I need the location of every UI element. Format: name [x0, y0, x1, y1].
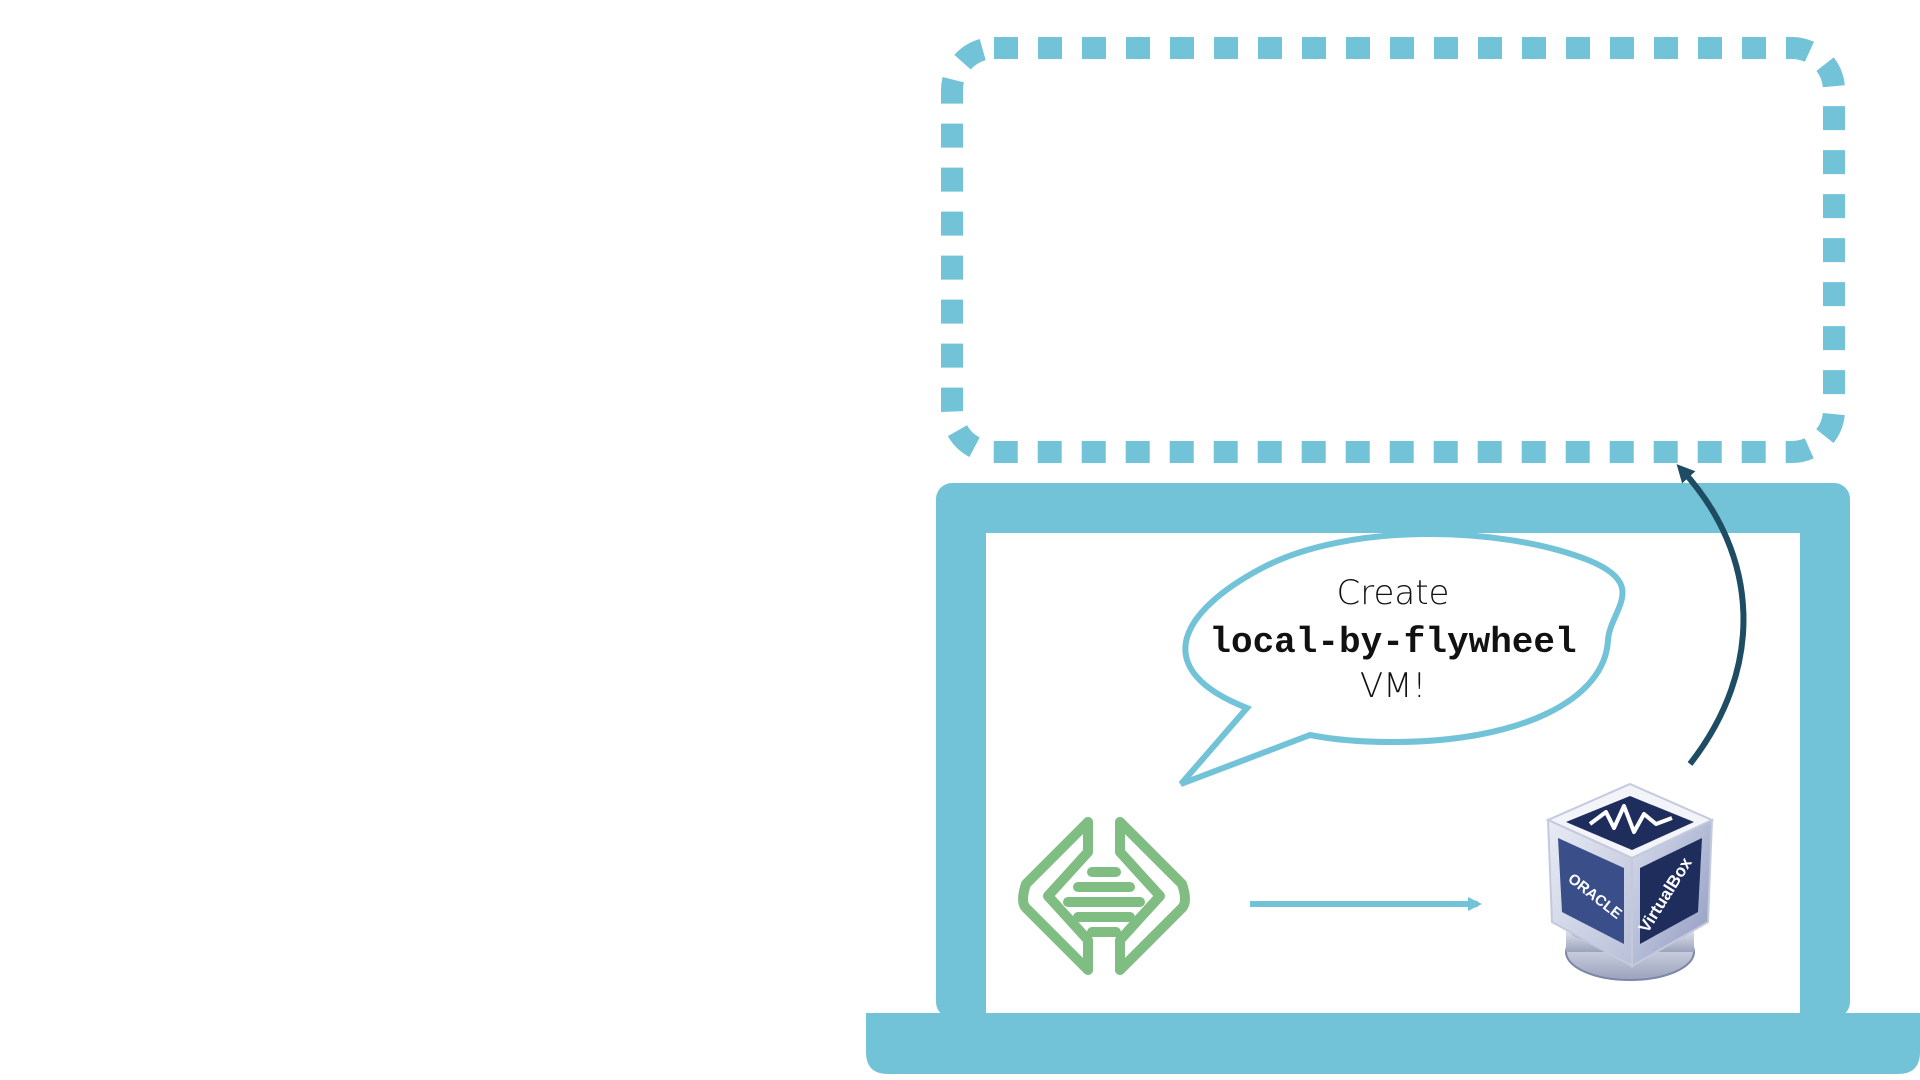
- virtualbox-logo-icon: ORACLE VirtualBox: [1545, 782, 1715, 981]
- speech-bubble-line-1: Create: [1337, 573, 1450, 613]
- virtualbox-to-target-arrow: [1676, 464, 1747, 766]
- speech-bubble: Create local-by-flywheel VM!: [1178, 530, 1626, 787]
- dashed-target-box: [941, 37, 1845, 463]
- laptop-base: [866, 1013, 1920, 1074]
- local-by-flywheel-logo-icon: [1018, 817, 1190, 975]
- speech-bubble-line-2: local-by-flywheel: [1209, 622, 1576, 663]
- speech-bubble-line-3: VM!: [1360, 666, 1426, 706]
- speech-bubble-shape: [1178, 530, 1626, 787]
